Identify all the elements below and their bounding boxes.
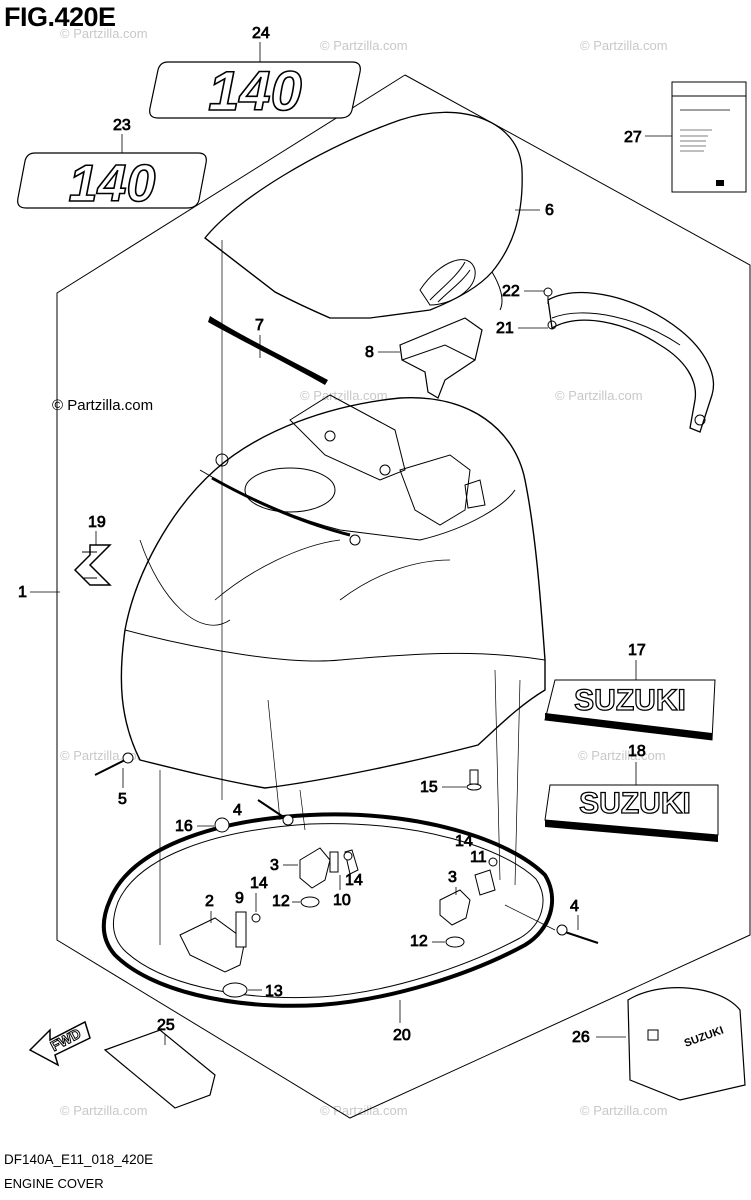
callout-6: 6 xyxy=(545,202,554,219)
callout-26: 26 xyxy=(572,1029,590,1046)
callout-14-left: 14 xyxy=(250,875,268,892)
callout-22: 22 xyxy=(502,283,520,300)
pin-4-left xyxy=(257,799,294,826)
decal-text: SUZUKI xyxy=(574,684,686,717)
callout-27: 27 xyxy=(624,129,642,146)
watermark: © Partzilla.com xyxy=(60,748,148,763)
callout-9: 9 xyxy=(235,890,244,907)
bracket-11 xyxy=(474,869,496,896)
seal-strip xyxy=(208,316,328,385)
clip-9 xyxy=(235,911,247,948)
watermark: © Partzilla.com xyxy=(580,38,668,53)
watermark: © Partzilla.com xyxy=(555,388,643,403)
figure-title: FIG.420E xyxy=(4,2,116,32)
pin-5 xyxy=(94,752,134,776)
figure-name: ENGINE COVER xyxy=(4,1176,104,1191)
suzuki-s-emblem xyxy=(73,544,112,586)
handle-grip xyxy=(547,291,715,433)
callout-8: 8 xyxy=(365,344,374,361)
callout-16: 16 xyxy=(175,818,193,835)
callout-11: 11 xyxy=(470,849,487,866)
callout-7: 7 xyxy=(255,317,264,334)
callout-4-left: 4 xyxy=(233,802,242,819)
grommet-16 xyxy=(214,817,230,833)
fwd-arrow-icon: FWD xyxy=(28,1020,91,1067)
callout-20: 20 xyxy=(393,1027,411,1044)
watermark: © Partzilla.com xyxy=(300,388,388,403)
callout-23: 23 xyxy=(113,117,131,134)
suzuki-decal-lower: SUZUKI xyxy=(544,784,719,842)
callout-4-right: 4 xyxy=(570,898,579,915)
top-cover xyxy=(204,111,523,319)
watermark: © Partzilla.com xyxy=(580,1103,668,1118)
callout-12-left: 12 xyxy=(272,893,290,910)
callout-24: 24 xyxy=(252,25,270,42)
callout-5: 5 xyxy=(118,791,127,808)
callout-18: 18 xyxy=(628,743,646,760)
screw-22 xyxy=(543,287,553,304)
callout-13: 13 xyxy=(265,983,283,1000)
decal-text: 140 xyxy=(69,155,156,213)
watermark: © Partzilla.com xyxy=(60,26,148,41)
callout-15: 15 xyxy=(420,779,438,796)
callout-17: 17 xyxy=(628,642,646,659)
watermark-dark: © Partzilla.com xyxy=(52,397,153,414)
callout-3-left: 3 xyxy=(270,857,279,874)
callouts: 24 23 27 6 22 21 7 8 19 1 17 18 5 15 4 1… xyxy=(18,25,672,1046)
decal-text: SUZUKI xyxy=(579,787,691,820)
decal-text: 140 xyxy=(208,59,301,122)
bottom-seal xyxy=(101,812,555,1008)
callout-1: 1 xyxy=(18,584,27,601)
callout-14-right: 14 xyxy=(455,833,473,850)
callout-25: 25 xyxy=(157,1017,175,1034)
watermark: © Partzilla.com xyxy=(578,748,666,763)
owners-manual xyxy=(671,81,747,193)
figure-code: DF140A_E11_018_420E xyxy=(4,1152,154,1167)
grommet-13 xyxy=(222,982,248,998)
grommet-12-right xyxy=(445,936,465,948)
engine-cover-body xyxy=(120,394,546,789)
latch-3-left xyxy=(299,847,339,889)
callout-21: 21 xyxy=(496,320,514,337)
storage-cover: SUZUKI xyxy=(627,987,746,1101)
callout-2: 2 xyxy=(205,893,214,910)
callout-10: 10 xyxy=(333,892,351,909)
grommet-12-left xyxy=(300,896,320,908)
watermark: © Partzilla.com xyxy=(60,1103,148,1118)
bolt-15 xyxy=(466,769,482,791)
callout-3-right: 3 xyxy=(448,869,457,886)
suzuki-decal-upper: SUZUKI xyxy=(544,679,716,741)
screw-14 xyxy=(251,851,498,923)
callout-19: 19 xyxy=(88,514,106,531)
watermark: © Partzilla.com xyxy=(320,38,408,53)
pin-4-right xyxy=(556,924,599,944)
callout-14-mid: 14 xyxy=(345,872,363,889)
tool-bag xyxy=(103,1029,216,1109)
isometric-frame xyxy=(56,74,751,1119)
callout-12-right: 12 xyxy=(410,933,428,950)
latch-3-right xyxy=(439,889,471,926)
decal-140-lower: 140 xyxy=(17,152,207,214)
watermark: © Partzilla.com xyxy=(320,1103,408,1118)
latch-2 xyxy=(179,917,246,973)
air-duct-cover xyxy=(399,317,483,399)
decal-140-upper: 140 xyxy=(149,58,361,123)
